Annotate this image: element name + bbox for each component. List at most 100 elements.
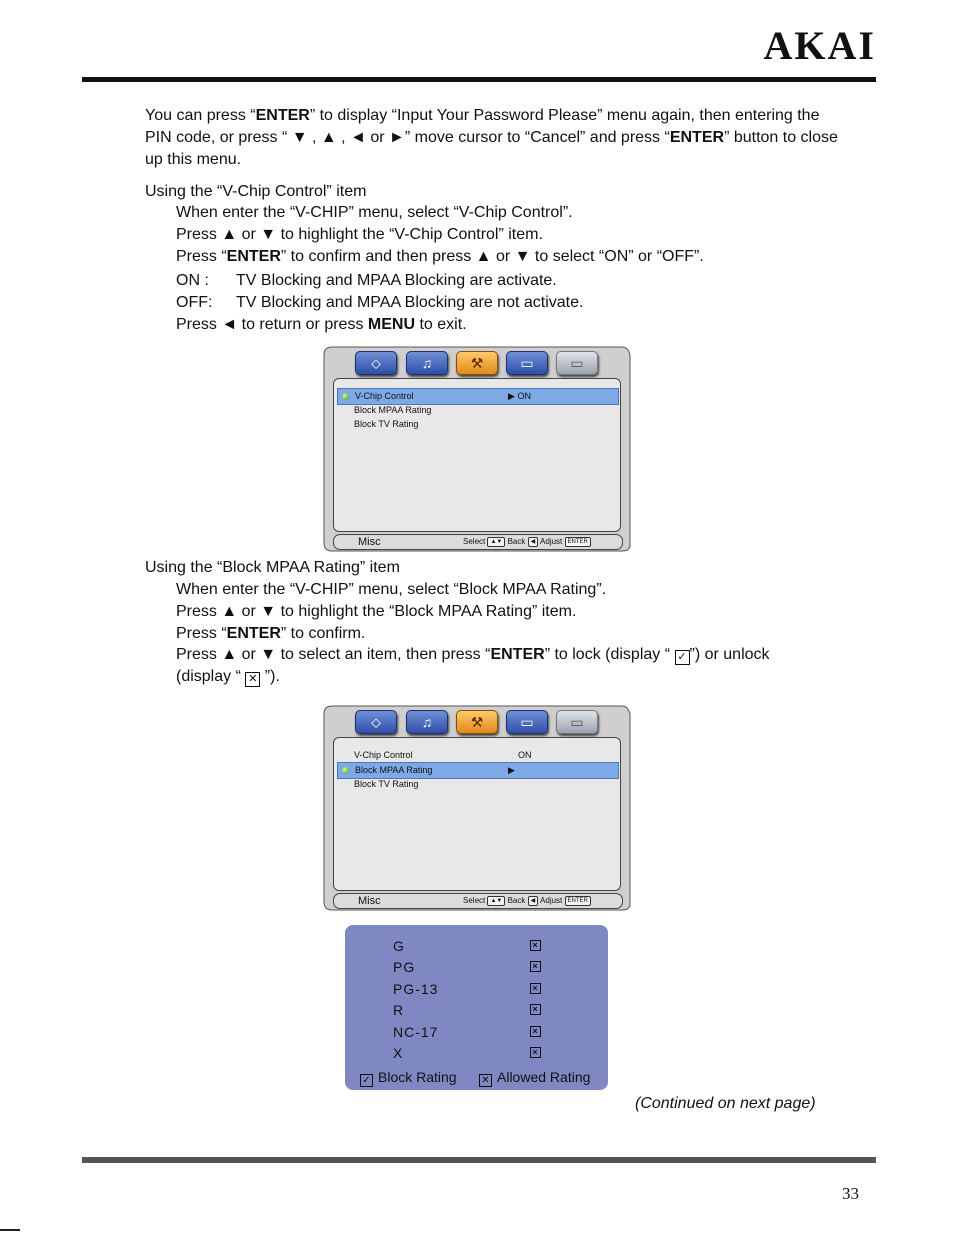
menu-category: Misc — [358, 895, 381, 907]
section2-line-5: (display “ ✕ ”). — [176, 666, 280, 688]
footer-rule — [82, 1157, 876, 1163]
s2-l4-text-b: ” to lock (display “ — [544, 646, 675, 663]
akai-logo: AKAI — [763, 23, 876, 68]
s2-l3-key: ENTER — [226, 625, 281, 642]
crossed-box-icon: × — [530, 1047, 541, 1058]
s1-l3-key: ENTER — [226, 248, 281, 265]
hint-back: Back — [507, 896, 526, 905]
crossed-box-icon: ✕ — [479, 1074, 492, 1087]
legend-allowed-rating: ✕Allowed Rating — [479, 1068, 590, 1087]
menu-item-block-tv[interactable]: Block TV Rating — [337, 777, 617, 792]
menu-item-label: Block TV Rating — [354, 779, 419, 789]
s1-l3-text-a: Press “ — [176, 248, 227, 265]
legend-label: Block Rating — [378, 1069, 457, 1085]
menu-item-vchip-control[interactable]: V-Chip Control ▶ ON — [337, 388, 619, 405]
legend-block-rating: ✓ Block Rating — [360, 1068, 457, 1087]
menu-hints: Select ▲▼ Back ◀ Adjust ENTER — [463, 894, 591, 908]
section1-line-2: Press ▲ or ▼ to highlight the “V-Chip Co… — [176, 226, 543, 243]
checked-box-icon: ✓ — [674, 650, 690, 665]
continued-note: (Continued on next page) — [635, 1095, 816, 1112]
value-on: ON — [517, 391, 531, 401]
menu-item-label: V-Chip Control — [355, 391, 414, 401]
crossed-box-icon: × — [530, 940, 541, 951]
selection-dot-icon — [342, 767, 349, 774]
page-number: 33 — [842, 1184, 859, 1203]
tv-icon[interactable]: ▭ — [506, 351, 548, 375]
checked-box-icon: ✓ — [360, 1074, 373, 1087]
intro-key-2: ENTER — [669, 129, 725, 146]
hint-back: Back — [507, 537, 526, 546]
rating-label: G — [393, 938, 405, 954]
off-label: OFF: — [176, 294, 213, 311]
section2-line-1: When enter the “V-CHIP” menu, select “Bl… — [176, 581, 607, 598]
hint-adjust: Adjust — [540, 896, 563, 905]
rating-row-pg[interactable]: PG × — [393, 957, 593, 977]
updown-key-icon: ▲▼ — [487, 896, 506, 906]
updown-key-icon: ▲▼ — [487, 537, 506, 547]
rating-row-nc17[interactable]: NC-17× — [393, 1022, 593, 1042]
menu-item-block-mpaa[interactable]: Block MPAA Rating — [337, 403, 617, 418]
s2-l4-text-c: ”) or unlock — [689, 646, 770, 663]
rating-label: PG-13 — [393, 981, 439, 997]
rating-label: X — [393, 1045, 404, 1061]
vchip-menu-screen-1: ⬦ ♫ ⚒ ▭ ▭ V-Chip Control ▶ ON Block MPAA… — [322, 345, 632, 553]
corner-mark — [0, 1229, 20, 1231]
crossed-box-icon: × — [530, 1004, 541, 1015]
menu-hints: Select ▲▼ Back ◀ Adjust ENTER — [463, 535, 591, 549]
s1-l6-key: MENU — [367, 316, 416, 333]
menu-status-bar: Misc Select ▲▼ Back ◀ Adjust ENTER — [333, 893, 623, 909]
menu-item-vchip-control[interactable]: V-Chip Control ON — [337, 748, 617, 763]
wrench-icon[interactable]: ⚒ — [456, 710, 498, 734]
section1-line-6: Press ◄ to return or press MENU to exit. — [176, 314, 467, 336]
tv-icon[interactable]: ▭ — [506, 710, 548, 734]
intro-text-2: ” to display “Input Your Password Please… — [145, 107, 820, 146]
crossed-box-icon: ✕ — [245, 672, 261, 687]
menu-item-label: V-Chip Control — [354, 750, 413, 760]
music-icon[interactable]: ♫ — [406, 351, 448, 375]
s2-l4-text-a: Press ▲ or ▼ to select an item, then pre… — [176, 646, 491, 663]
menu-tabs: ⬦ ♫ ⚒ ▭ ▭ — [334, 706, 620, 734]
left-key-icon: ◀ — [527, 537, 539, 547]
enter-key-icon: ENTER — [564, 537, 591, 547]
intro-text-1: You can press “ — [145, 107, 256, 124]
enter-key-icon: ENTER — [564, 896, 591, 906]
left-key-icon: ◀ — [527, 896, 539, 906]
intro-paragraph: You can press “ ENTER” to display “Input … — [145, 105, 845, 171]
menu-category: Misc — [358, 536, 381, 548]
rating-row-pg13[interactable]: PG-13 × — [393, 979, 593, 999]
crossed-box-icon: × — [530, 961, 541, 972]
rating-label: NC-17 — [393, 1024, 439, 1040]
picture-icon[interactable]: ⬦ — [355, 351, 397, 375]
menu-item-label: Block MPAA Rating — [355, 765, 433, 775]
arrow-right-icon: ▶ — [508, 765, 515, 775]
monitor-icon[interactable]: ▭ — [556, 351, 598, 375]
mpaa-rating-box: G× PG× PG-13× R× NC-17× X× ✓Block Rating… — [345, 925, 608, 1090]
monitor-icon[interactable]: ▭ — [556, 710, 598, 734]
rating-row-x[interactable]: X× — [393, 1043, 593, 1063]
section1-line-1: When enter the “V-CHIP” menu, select “V-… — [176, 204, 573, 221]
hint-adjust: Adjust — [540, 537, 563, 546]
section2-heading: Using the “Block MPAA Rating” item — [145, 559, 400, 576]
rating-row-r[interactable]: R× — [393, 1000, 593, 1020]
menu-item-block-mpaa[interactable]: Block MPAA Rating ▶ — [337, 762, 619, 779]
section2-line-3: Press “ENTER” to confirm. — [176, 623, 365, 645]
section2-line-4: Press ▲ or ▼ to select an item, then pre… — [176, 644, 770, 666]
music-icon[interactable]: ♫ — [406, 710, 448, 734]
picture-icon[interactable]: ⬦ — [355, 710, 397, 734]
menu-item-block-tv[interactable]: Block TV Rating — [337, 417, 617, 432]
rating-label: R — [393, 1002, 405, 1018]
s2-l4-key: ENTER — [490, 646, 545, 663]
header-rule — [82, 77, 876, 82]
s1-l6-text-a: Press ◄ to return or press — [176, 316, 368, 333]
menu-item-label: Block TV Rating — [354, 419, 419, 429]
rating-label: PG — [393, 959, 416, 975]
rating-row-g[interactable]: G× — [393, 936, 593, 956]
menu-item-value: ▶ ON — [508, 389, 531, 404]
crossed-box-icon: × — [530, 983, 541, 994]
s2-l5-text-b: ”). — [260, 668, 280, 685]
section1-line-3: Press “ENTER” to confirm and then press … — [176, 246, 704, 268]
section2-line-2: Press ▲ or ▼ to highlight the “Block MPA… — [176, 603, 577, 620]
s1-l3-text-b: ” to confirm and then press ▲ or ▼ to se… — [280, 248, 704, 265]
wrench-icon[interactable]: ⚒ — [456, 351, 498, 375]
value-on: ON — [518, 750, 532, 760]
